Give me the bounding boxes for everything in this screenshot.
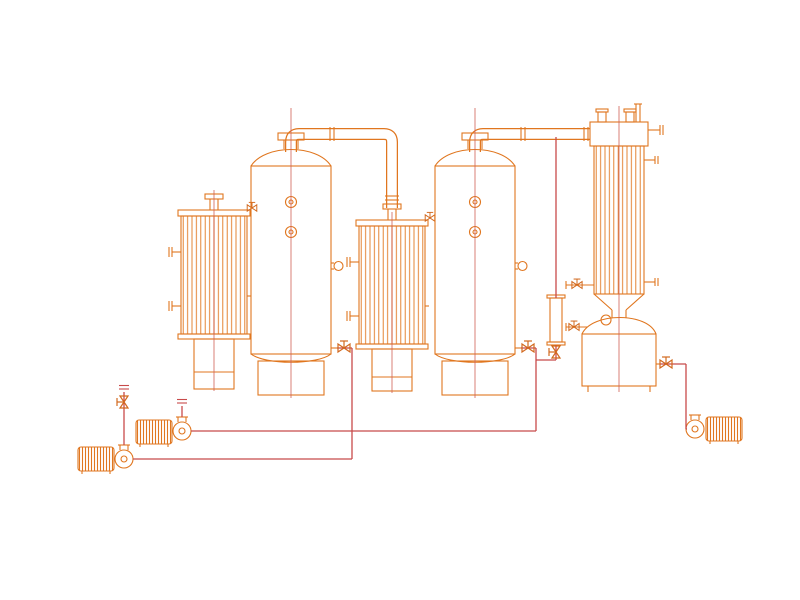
receiver-top-valve: [568, 320, 580, 331]
vapor-pipe-2: [469, 128, 590, 152]
receiver-outlet-valve: [659, 356, 673, 369]
pump-1-suction-valve: [116, 395, 129, 409]
pump-1-motor: [77, 446, 115, 475]
separator-2: [434, 132, 528, 396]
pump-2: [172, 416, 192, 441]
centerlines-layer: [213, 106, 620, 398]
drain-leg-valve: [548, 345, 561, 359]
condenser: [589, 103, 664, 318]
heater-2: [346, 203, 436, 392]
receiver-outlet-line: [660, 363, 687, 430]
separator-2-outlet-valve: [521, 340, 535, 353]
equipment-layer: [77, 103, 743, 475]
heater-2-vent-valve: [424, 211, 436, 222]
condenser-side-valve: [571, 278, 583, 289]
separator-1: [250, 132, 344, 396]
heater-1-vent-valve: [246, 201, 258, 212]
condensate-receiver: [565, 281, 660, 392]
sight-glass-leg: [546, 294, 566, 346]
pump-1-unit: [77, 444, 134, 475]
condenser-drain-line: [536, 137, 557, 361]
vapor-pipe-1: [285, 128, 398, 208]
pump-3-motor: [705, 416, 743, 445]
pipe-flange-ticks: [329, 127, 589, 201]
separator-1-outlet-valve: [337, 340, 351, 353]
pump-3-unit: [685, 414, 743, 445]
heater-1: [168, 193, 258, 390]
pump-2-unit: [135, 416, 192, 448]
pump-2-motor: [135, 419, 173, 448]
pump-1: [114, 444, 134, 469]
pump-3: [685, 414, 705, 439]
